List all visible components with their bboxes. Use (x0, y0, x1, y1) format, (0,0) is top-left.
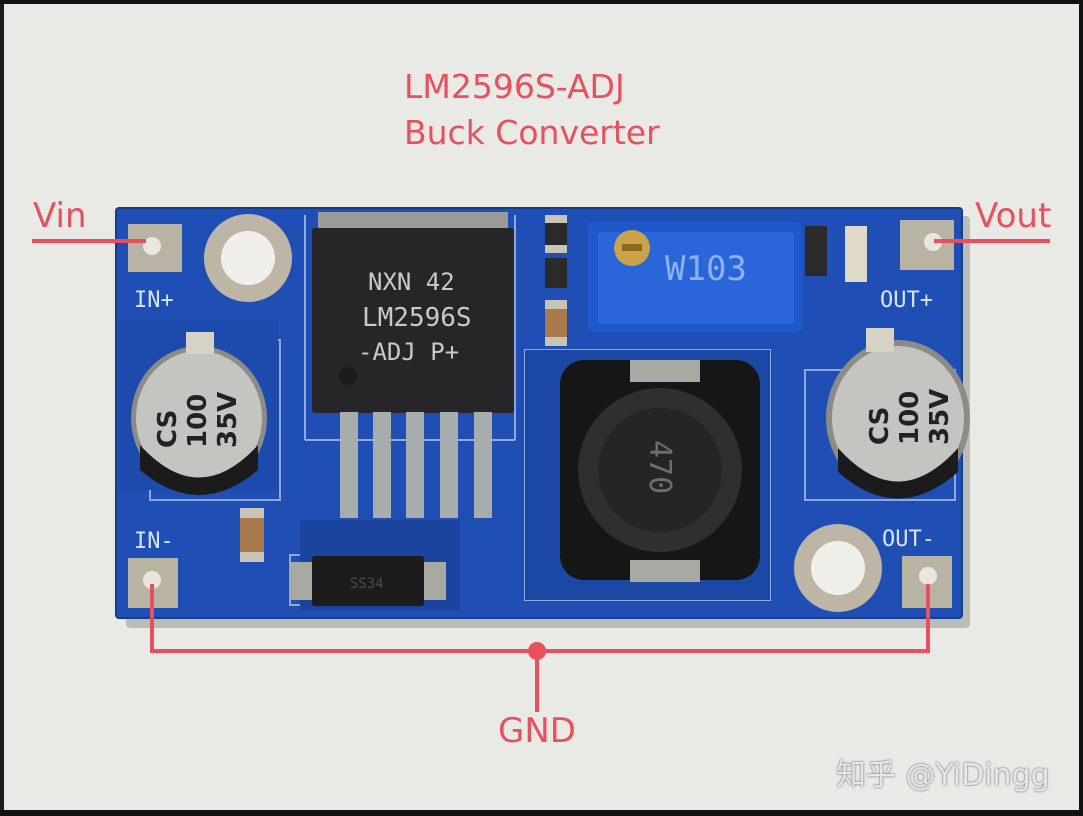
border-bottom (0, 810, 1083, 816)
lm2596-ic (312, 212, 514, 518)
watermark: 知乎 @YiDingg (836, 758, 1050, 793)
title-line1: LM2596S-ADJ (404, 67, 625, 106)
terminal-pads (128, 220, 954, 608)
cap-in-voltage: 35V (213, 392, 243, 448)
cap-out-brand: CS (865, 407, 895, 445)
vin-label: Vin (33, 196, 87, 236)
inductor (560, 360, 760, 582)
ic-marking-line2: LM2596S (362, 303, 472, 333)
cap-in-value: 100 (183, 394, 213, 448)
input-capacitor (118, 320, 278, 495)
silk-out-plus: OUT+ (880, 288, 933, 313)
potentiometer (588, 222, 802, 332)
ic-marking-line1: NXN 42 (368, 268, 455, 296)
gnd-junction-dot (528, 642, 546, 660)
board-text: IN+ IN- OUT+ OUT- NXN 42 LM2596S -ADJ P+… (134, 249, 955, 592)
vout-label: Vout (975, 196, 1052, 236)
mounting-holes (204, 214, 882, 612)
diode-marking: SS34 (350, 576, 384, 592)
ss34-diode (290, 556, 446, 606)
cap-in-brand: CS (153, 410, 183, 448)
cap-out-value: 100 (895, 391, 925, 445)
border-top (0, 0, 1083, 4)
silk-out-minus: OUT- (882, 527, 935, 552)
gnd-label: GND (498, 711, 576, 751)
border-right (1079, 0, 1083, 816)
cap-out-voltage: 35V (925, 389, 955, 445)
inductor-marking: 470 (642, 440, 677, 494)
silk-in-minus: IN- (134, 529, 174, 554)
ic-marking-line3: -ADJ P+ (358, 338, 459, 366)
smd-components (240, 215, 867, 562)
silk-in-plus: IN+ (134, 288, 174, 313)
output-capacitor (826, 328, 970, 499)
pot-marking: W103 (665, 249, 747, 289)
title-line2: Buck Converter (404, 113, 660, 152)
